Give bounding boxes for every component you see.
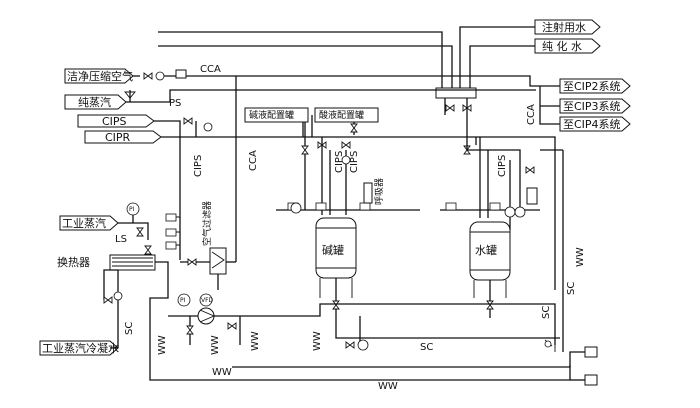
svg-text:CIPS: CIPS — [349, 151, 360, 173]
tag-purified-water-right: 纯 化 水 — [534, 38, 601, 54]
heat-exchanger: 换热器 — [57, 254, 156, 271]
breather: 呼吸器 — [363, 178, 385, 205]
svg-text:CIPS: CIPS — [193, 155, 204, 177]
svg-text:SC: SC — [541, 306, 552, 319]
tag-industrial-steam: 工业蒸汽 — [59, 215, 119, 231]
tag-industrial-condensate: 工业蒸汽冷凝水 — [39, 340, 119, 356]
tag-to-cip3: 至CIP3系统 — [559, 98, 631, 114]
tag-to-cip4: 至CIP4系统 — [559, 116, 631, 132]
svg-text:CIPS: CIPS — [334, 151, 345, 173]
svg-text:空气过滤器: 空气过滤器 — [201, 201, 213, 246]
tag-cips: CIPS — [77, 114, 155, 128]
svg-text:VFD: VFD — [201, 297, 214, 304]
svg-text:LS: LS — [115, 234, 127, 245]
svg-text:WW: WW — [157, 335, 168, 355]
svg-text:WW: WW — [378, 381, 398, 392]
svg-text:CCA: CCA — [248, 150, 259, 171]
svg-text:注射用水: 注射用水 — [542, 20, 586, 34]
air-filter: 空气过滤器 — [201, 201, 227, 275]
tag-clean-compressed-air: 洁净压缩空气 — [64, 68, 134, 84]
svg-text:洁净压缩空气: 洁净压缩空气 — [67, 69, 133, 83]
svg-text:PS: PS — [169, 98, 181, 109]
svg-text:换热器: 换热器 — [57, 255, 90, 269]
svg-text:PI: PI — [180, 297, 186, 304]
svg-text:CIPR: CIPR — [105, 131, 131, 144]
svg-text:纯 化 水: 纯 化 水 — [542, 39, 582, 53]
svg-text:碱液配置罐: 碱液配置罐 — [249, 109, 294, 121]
svg-text:WW: WW — [250, 331, 261, 351]
water-tank: 水罐 — [469, 221, 511, 281]
svg-text:酸液配置罐: 酸液配置罐 — [319, 109, 364, 121]
svg-text:SC: SC — [420, 342, 433, 353]
svg-text:WW: WW — [210, 335, 221, 355]
tag-to-cip2: 至CIP2系统 — [559, 78, 631, 94]
tag-injection-water: 注射用水 — [534, 19, 601, 35]
svg-text:SC: SC — [566, 282, 577, 295]
svg-text:WW: WW — [575, 247, 586, 267]
svg-text:WW: WW — [212, 367, 232, 378]
svg-text:至CIP4系统: 至CIP4系统 — [563, 118, 621, 131]
svg-text:至CIP3系统: 至CIP3系统 — [563, 100, 621, 113]
svg-text:CCA: CCA — [200, 64, 221, 75]
svg-text:至CIP2系统: 至CIP2系统 — [563, 80, 621, 93]
svg-text:CIPS: CIPS — [497, 155, 508, 177]
svg-text:工业蒸汽: 工业蒸汽 — [62, 216, 106, 230]
svg-text:PI: PI — [129, 206, 135, 213]
svg-text:碱罐: 碱罐 — [322, 244, 344, 257]
alkali-tank: 碱罐 — [315, 217, 357, 279]
svg-text:CCA: CCA — [526, 104, 537, 125]
svg-text:WW: WW — [312, 331, 323, 351]
svg-text:SC: SC — [124, 322, 135, 335]
tag-pure-steam: 纯蒸汽 — [64, 94, 127, 110]
svg-text:呼吸器: 呼吸器 — [374, 178, 385, 205]
svg-text:工业蒸汽冷凝水: 工业蒸汽冷凝水 — [42, 341, 119, 355]
pump — [197, 307, 216, 325]
tag-cipr: CIPR — [84, 130, 162, 144]
svg-text:纯蒸汽: 纯蒸汽 — [78, 95, 111, 109]
svg-text:水罐: 水罐 — [475, 244, 497, 257]
svg-text:CIPS: CIPS — [102, 115, 127, 128]
